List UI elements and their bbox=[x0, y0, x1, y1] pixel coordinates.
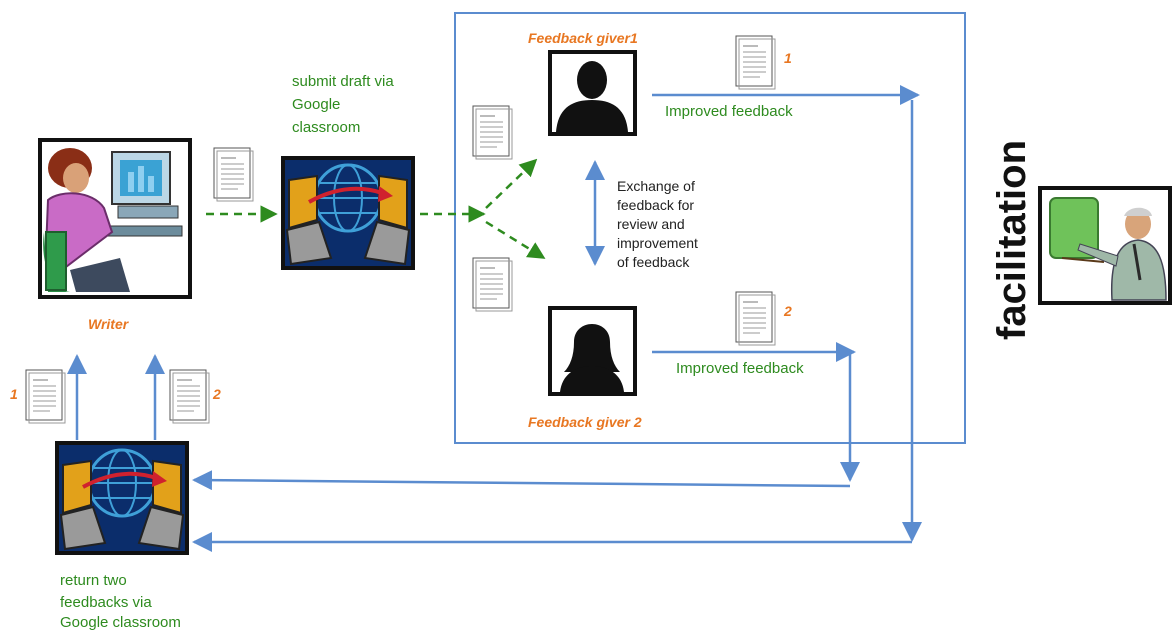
improved-feedback-1-label: Improved feedback bbox=[665, 103, 793, 120]
document-icon bbox=[472, 257, 513, 312]
return-feedbacks-line-1: return two bbox=[60, 572, 127, 589]
submit-draft-line-1: submit draft via bbox=[292, 73, 394, 90]
document-icon bbox=[735, 35, 776, 90]
google-classroom-network-icon-submit bbox=[281, 156, 415, 270]
feedback-giver-1-label: Feedback giver1 bbox=[528, 30, 638, 46]
arrow-to-giver-1 bbox=[485, 158, 538, 209]
document-number-1-left: 1 bbox=[10, 386, 18, 402]
exchange-line-5: of feedback bbox=[617, 254, 690, 270]
exchange-line-2: feedback for bbox=[617, 197, 695, 213]
female-silhouette-icon bbox=[548, 306, 637, 396]
document-icon bbox=[213, 147, 254, 202]
document-icon bbox=[25, 369, 66, 424]
google-classroom-network-icon-return bbox=[55, 441, 189, 555]
submit-draft-line-2: Google bbox=[292, 96, 341, 113]
feedback-givers-frame bbox=[454, 12, 966, 444]
writer-at-computer-icon bbox=[38, 138, 192, 299]
facilitation-label: facilitation bbox=[990, 139, 1034, 340]
document-number-1-top: 1 bbox=[784, 50, 792, 66]
document-number-2-top: 2 bbox=[784, 303, 792, 319]
improved-feedback-2-label: Improved feedback bbox=[676, 360, 804, 377]
return-line-2-horizontal bbox=[192, 470, 851, 491]
feedback-giver-2-label: Feedback giver 2 bbox=[528, 414, 642, 430]
submit-draft-line-3: classroom bbox=[292, 119, 361, 136]
document-icon bbox=[735, 291, 776, 346]
return-feedbacks-line-3: Google classroom bbox=[60, 614, 181, 631]
document-number-2-left: 2 bbox=[213, 386, 221, 402]
male-silhouette-icon bbox=[548, 50, 637, 136]
document-icon bbox=[169, 369, 210, 424]
arrow-to-giver-2 bbox=[485, 220, 546, 260]
return-feedbacks-line-2: feedbacks via bbox=[60, 594, 152, 611]
teacher-presenting-icon bbox=[1038, 186, 1172, 305]
document-icon bbox=[472, 105, 513, 160]
exchange-line-4: improvement bbox=[617, 235, 698, 251]
exchange-line-1: Exchange of bbox=[617, 178, 695, 194]
exchange-line-3: review and bbox=[617, 216, 685, 232]
writer-label: Writer bbox=[88, 316, 129, 332]
